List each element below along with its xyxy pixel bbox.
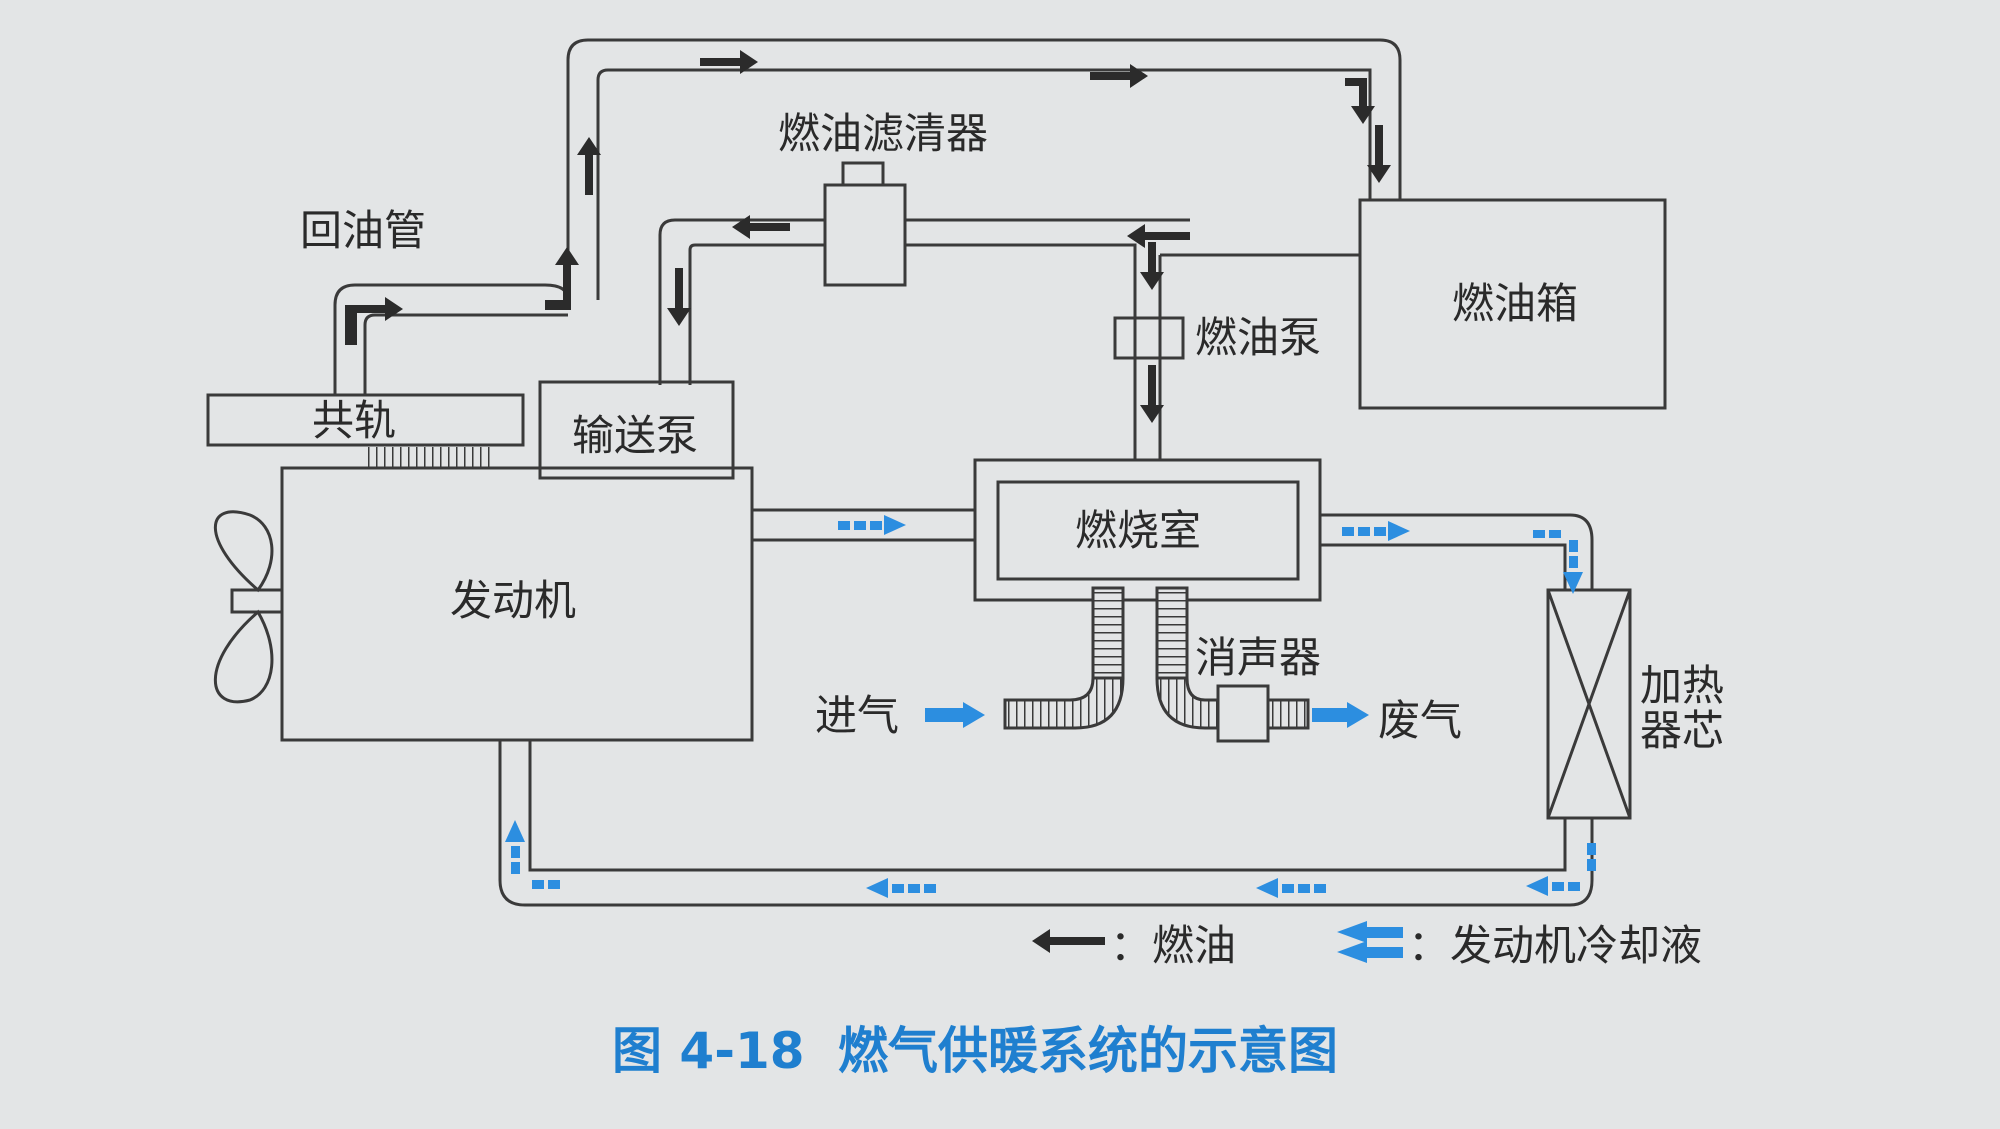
fuel-arrow [1127, 224, 1190, 248]
exhaust-duct [1155, 586, 1310, 743]
fuel-return-loop [566, 38, 1402, 300]
legend-coolant-arrow [1337, 921, 1403, 963]
label-fuel-pump: 燃油泵 [1195, 313, 1321, 362]
fuel-pump [1113, 316, 1185, 360]
label-combustion-chamber: 燃烧室 [1075, 506, 1201, 555]
label-transfer-pump: 输送泵 [572, 411, 698, 460]
label-fuel-tank: 燃油箱 [1452, 279, 1578, 328]
label-engine: 发动机 [450, 576, 576, 625]
fuel-arrow [577, 137, 601, 195]
legend-coolant-text: ：发动机冷却液 [1408, 921, 1702, 970]
label-exhaust: 废气 [1378, 696, 1462, 745]
fuel-arrow [545, 247, 579, 310]
common-rail [206, 393, 525, 467]
label-heater-core-2: 器芯 [1640, 706, 1724, 755]
fuel-arrow [667, 268, 691, 326]
label-muffler: 消声器 [1195, 633, 1321, 682]
fuel-arrow [1345, 78, 1375, 124]
coolant-arrow [1526, 843, 1596, 896]
fuel-arrow [732, 215, 790, 239]
coolant-arrow [838, 515, 906, 535]
label-intake: 进气 [815, 691, 899, 740]
caption-number: 图 4-18 [612, 1022, 805, 1080]
muffler [1216, 684, 1270, 743]
exhaust-arrow [1312, 702, 1369, 728]
label-fuel-filter: 燃油滤清器 [778, 109, 988, 158]
legend-fuel-text: ：燃油 [1110, 921, 1236, 970]
coolant-arrow [1533, 530, 1583, 594]
label-heater-core-1: 加热 [1640, 661, 1724, 710]
legend-fuel-arrow [1032, 929, 1105, 953]
coolant-arrow [866, 878, 936, 898]
coolant-arrow [505, 820, 560, 889]
fan-icon [213, 510, 284, 704]
fuel-filter [823, 161, 907, 287]
caption-title: 燃气供暖系统的示意图 [838, 1022, 1338, 1080]
fuel-arrow [1090, 64, 1148, 88]
fuel-arrow [700, 50, 758, 74]
heater-core [1546, 588, 1632, 820]
coolant-flow-arrows [505, 515, 1596, 963]
fuel-arrow [1367, 125, 1391, 183]
coolant-loop [498, 508, 1594, 907]
fuel-arrow [1140, 242, 1164, 290]
transfer-pump [538, 380, 735, 480]
label-return-pipe: 回油管 [300, 206, 426, 255]
rail-return-line [333, 283, 570, 395]
fuel-flow-arrows [345, 50, 1391, 953]
coolant-arrow [1342, 521, 1410, 541]
fuel-arrow [345, 297, 403, 345]
coolant-arrow [1256, 878, 1326, 898]
intake-duct [1003, 586, 1125, 730]
combustion-chamber [973, 458, 1322, 602]
label-common-rail: 共轨 [312, 396, 396, 445]
fuel-arrow [1140, 365, 1164, 423]
intake-arrow [925, 702, 985, 728]
fuel-tank [1358, 198, 1667, 410]
